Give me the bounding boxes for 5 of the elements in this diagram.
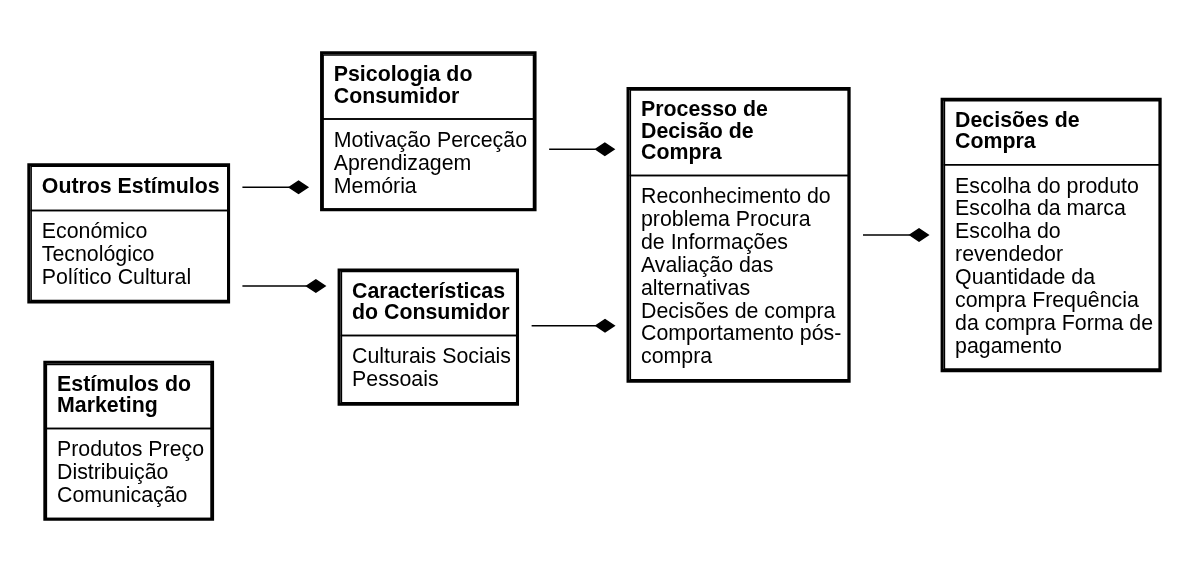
- connector: [530, 318, 616, 333]
- connector: [241, 279, 327, 293]
- connector: [548, 142, 616, 157]
- connector: [241, 180, 310, 195]
- connector: [862, 227, 930, 242]
